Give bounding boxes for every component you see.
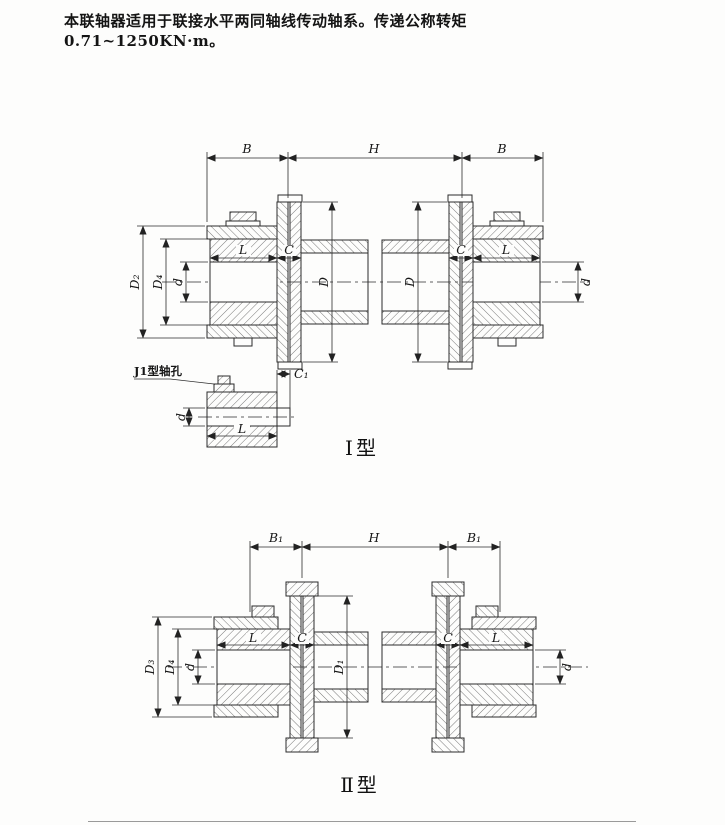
dim-label-b-left: B bbox=[241, 141, 251, 156]
dim-label-c-left: C bbox=[284, 242, 294, 257]
dim-label-d-left: D bbox=[316, 277, 331, 288]
dim-label-b1-left: B₁ bbox=[268, 530, 283, 545]
dim-label-detail-d: d bbox=[173, 413, 188, 421]
dim-label-d4: D₄ bbox=[150, 274, 165, 290]
bottom-divider bbox=[88, 821, 636, 822]
type2-left-dimensions: D₃ D₄ d bbox=[142, 616, 215, 718]
dim-label-d-bore-right: d bbox=[578, 278, 593, 286]
dim-label-d4-type2: D₄ bbox=[162, 659, 177, 675]
description-text: 本联轴器适用于联接水平两同轴线传动轴系。传递公称转矩0.71~1250KN·m。 bbox=[64, 12, 468, 50]
dim-label-l-left: L bbox=[238, 242, 247, 257]
type2-caption: Ⅱ型 bbox=[340, 773, 380, 797]
detail-label-j1: J1型轴孔 bbox=[133, 364, 182, 378]
type1-caption: Ⅰ型 bbox=[345, 436, 379, 460]
dim-label-c-right: C bbox=[456, 242, 466, 257]
type1-j1-detail: J1型轴孔 C₁ d L bbox=[133, 364, 309, 448]
dim-label-d3: D₃ bbox=[142, 659, 157, 675]
dim-label-c-right-type2: C bbox=[443, 630, 453, 645]
dim-label-h2: H bbox=[368, 530, 381, 545]
dim-label-b1-right: B₁ bbox=[466, 530, 481, 545]
dim-label-d-right: D bbox=[402, 277, 417, 288]
dim-label-d1: D₁ bbox=[331, 659, 346, 675]
dim-label-c1: C₁ bbox=[294, 366, 309, 381]
type2-inner-dimensions: L C D₁ C L d bbox=[216, 595, 574, 739]
dim-label-d-bore-left: d bbox=[170, 278, 185, 286]
type2-drawing: B₁ H B₁ D₃ D₄ d bbox=[142, 530, 588, 797]
type2-top-dimensions: B₁ H B₁ bbox=[249, 530, 501, 612]
dim-label-c-left-type2: C bbox=[297, 630, 307, 645]
dim-label-l-right: L bbox=[501, 242, 510, 257]
dim-label-d-bore-left-type2: d bbox=[182, 663, 197, 671]
type1-inner-dimensions: L C D D C L bbox=[209, 201, 593, 363]
type1-drawing: B H B D₂ D₄ d bbox=[127, 141, 593, 460]
dim-label-l-right-type2: L bbox=[491, 630, 500, 645]
dim-label-b-right: B bbox=[496, 141, 506, 156]
type1-left-dimensions: D₂ D₄ d bbox=[127, 225, 208, 339]
dim-label-detail-l: L bbox=[237, 421, 246, 436]
dim-label-d2: D₂ bbox=[127, 274, 142, 290]
dim-label-l-left-type2: L bbox=[248, 630, 257, 645]
dim-label-d-bore-right-type2: d bbox=[559, 663, 574, 671]
dim-label-h: H bbox=[368, 141, 381, 156]
type1-top-dimensions: B H B bbox=[206, 141, 544, 222]
